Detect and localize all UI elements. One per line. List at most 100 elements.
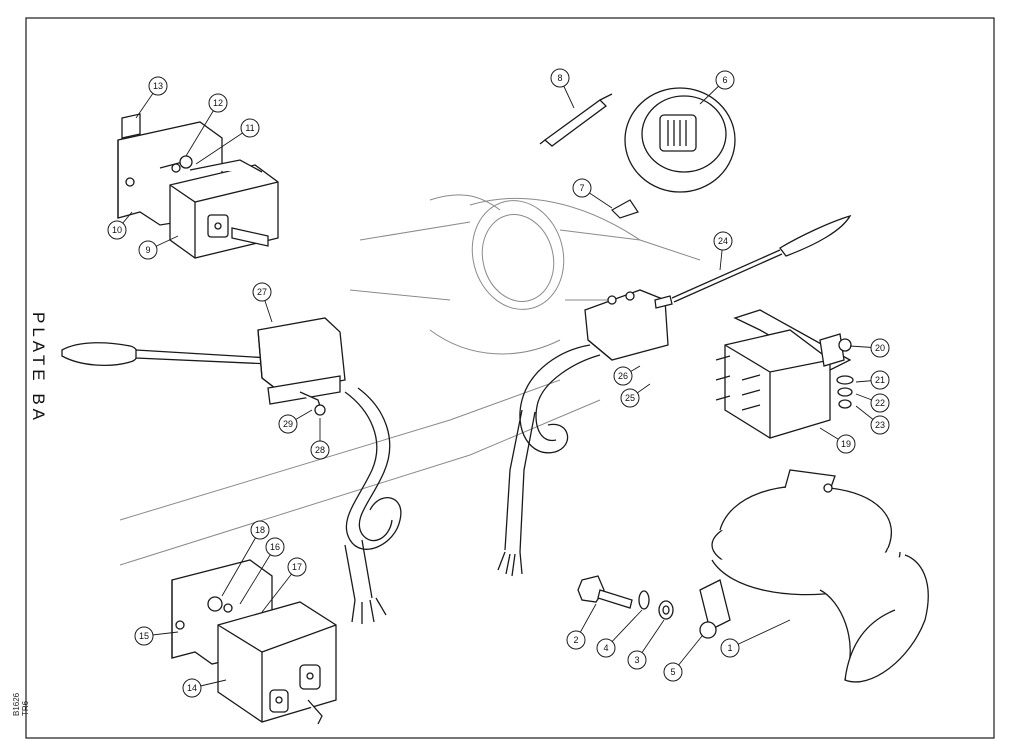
callout-circle (250, 520, 270, 540)
leader-line-1 (729, 619, 791, 649)
leader-line-17 (261, 566, 298, 613)
callout-number: 6 (722, 75, 727, 85)
indicator-switch-left (61, 317, 346, 416)
callout-circle (287, 557, 307, 577)
callout-19: 19 (836, 434, 856, 454)
callout-number: 11 (245, 123, 254, 133)
callout-18: 18 (250, 520, 270, 540)
callout-circle (252, 282, 272, 302)
callout-number: 27 (257, 287, 267, 297)
callout-number: 3 (634, 655, 639, 665)
model-code: TR6 (21, 700, 30, 716)
callout-1: 1 (720, 638, 740, 658)
callout-circle (566, 630, 586, 650)
horn (699, 469, 929, 683)
callout-number: 2 (573, 635, 578, 645)
callout-number: 24 (718, 236, 728, 246)
callout-number: 20 (875, 343, 885, 353)
callout-balloons: 1234567891011121314151617181920212223242… (107, 68, 890, 698)
callout-number: 25 (625, 393, 635, 403)
callout-circle (208, 93, 228, 113)
callout-23: 23 (870, 415, 890, 435)
contact-pin (539, 93, 613, 147)
callout-8: 8 (550, 68, 570, 88)
callout-17: 17 (287, 557, 307, 577)
callout-25: 25 (620, 388, 640, 408)
callout-12: 12 (208, 93, 228, 113)
callout-10: 10 (107, 220, 127, 240)
callout-circle (596, 638, 616, 658)
callout-26: 26 (613, 366, 633, 386)
callout-number: 9 (145, 245, 150, 255)
callout-16: 16 (265, 537, 285, 557)
callout-number: 8 (557, 73, 562, 83)
callout-11: 11 (240, 118, 260, 138)
relay-unit (715, 309, 854, 439)
horn-push (624, 87, 736, 193)
callout-circle (620, 388, 640, 408)
callout-number: 15 (139, 631, 149, 641)
indicator-switch-right (584, 214, 852, 361)
drawing-code-block: B1626 TR6 (12, 693, 30, 716)
spring-clip (611, 199, 639, 219)
callout-circle (870, 338, 890, 358)
callout-number: 18 (255, 525, 265, 535)
callout-number: 19 (841, 439, 851, 449)
callout-21: 21 (870, 370, 890, 390)
callout-number: 12 (213, 98, 223, 108)
callout-circle (107, 220, 127, 240)
callout-circle (572, 178, 592, 198)
callout-number: 10 (112, 225, 122, 235)
callout-circle (715, 70, 735, 90)
callout-number: 21 (875, 375, 885, 385)
page-border (25, 17, 995, 739)
callout-number: 5 (670, 667, 675, 677)
callout-6: 6 (715, 70, 735, 90)
callout-number: 22 (875, 398, 885, 408)
callout-number: 28 (315, 445, 325, 455)
leader-line-12 (185, 102, 219, 157)
callout-20: 20 (870, 338, 890, 358)
callout-circle (870, 370, 890, 390)
callout-3: 3 (627, 650, 647, 670)
callout-2: 2 (566, 630, 586, 650)
callout-circle (278, 414, 298, 434)
callout-number: 1 (727, 643, 732, 653)
callout-13: 13 (148, 76, 168, 96)
callout-number: 14 (187, 683, 197, 693)
callout-15: 15 (134, 626, 154, 646)
leader-line-18 (221, 529, 261, 597)
callout-4: 4 (596, 638, 616, 658)
drawing-code: B1626 (12, 692, 21, 716)
callout-circle (836, 434, 856, 454)
callout-circle (613, 366, 633, 386)
callout-circle (870, 415, 890, 435)
callout-number: 23 (875, 420, 885, 430)
callout-number: 7 (579, 183, 584, 193)
callout-number: 13 (153, 81, 163, 91)
callout-circle (148, 76, 168, 96)
callout-5: 5 (663, 662, 683, 682)
callout-28: 28 (310, 440, 330, 460)
callout-circle (720, 638, 740, 658)
callout-number: 4 (603, 643, 608, 653)
leader-line-11 (195, 127, 251, 165)
relay-lower (217, 601, 337, 725)
callout-circle (663, 662, 683, 682)
callout-circle (310, 440, 330, 460)
relay-upper (169, 159, 279, 259)
callout-circle (713, 231, 733, 251)
callout-9: 9 (138, 240, 158, 260)
callout-circle (138, 240, 158, 260)
cable-left (344, 387, 402, 624)
horn-fixings (577, 575, 674, 620)
steering-column-outline (119, 194, 701, 566)
callout-number: 17 (292, 562, 302, 572)
callout-circle (265, 537, 285, 557)
plate-label: PLATE BA (29, 312, 48, 424)
callout-29: 29 (278, 414, 298, 434)
callout-number: 29 (283, 419, 293, 429)
callout-circle (870, 393, 890, 413)
